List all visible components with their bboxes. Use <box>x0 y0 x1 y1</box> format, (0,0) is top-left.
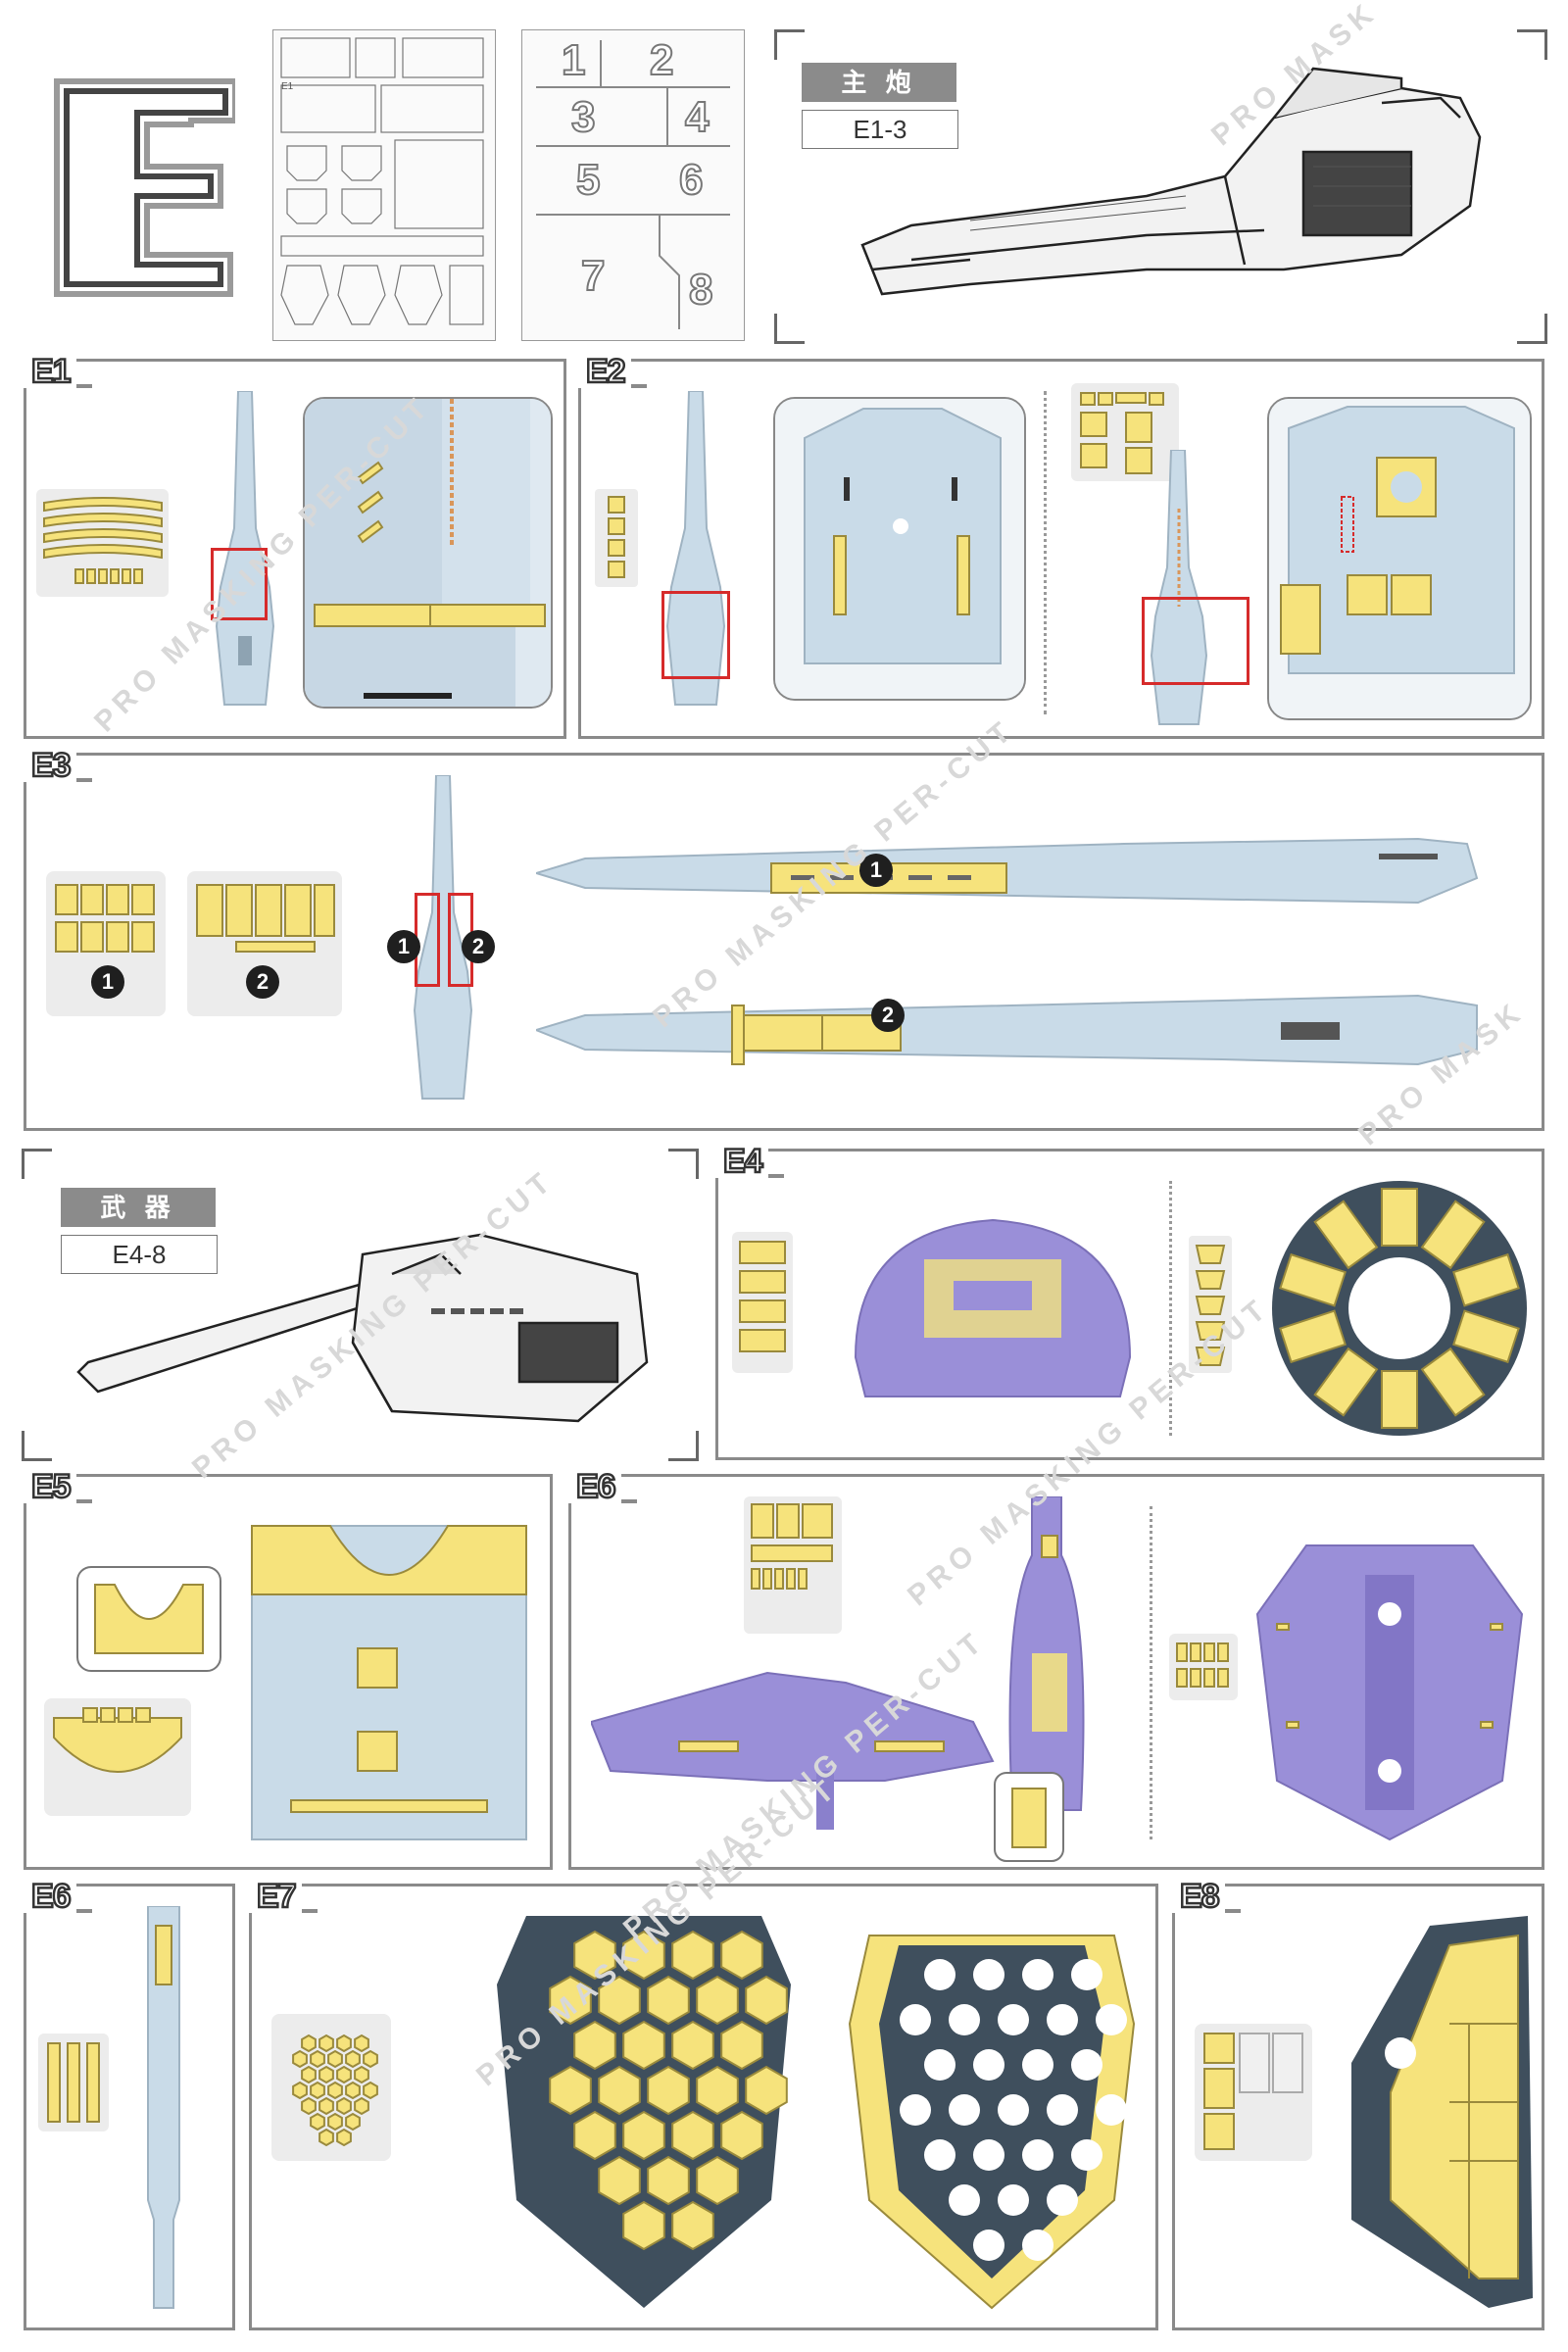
sheet-number-8: 8 <box>688 265 714 315</box>
e1-highlight-box <box>211 548 268 620</box>
main-cannon-part-range: E1-3 <box>802 110 958 149</box>
e6-mask-sheet-small <box>1169 1634 1238 1700</box>
step-label-e2: E2 <box>578 354 631 389</box>
step-panel-e6-rod: E6 <box>24 1879 235 2330</box>
frame-corner-tl <box>774 29 805 60</box>
e6-detail-callout <box>994 1772 1064 1862</box>
section-letter-e-graphic <box>54 78 235 297</box>
weapons-title: 武 器 <box>61 1188 216 1227</box>
e3-marker-1-sheet: 1 <box>91 965 124 999</box>
step-label-e6-rod: E6 <box>24 1879 76 1914</box>
main-cannon-title: 主 炮 <box>802 63 956 102</box>
e3-marker-1-part: 1 <box>387 930 420 963</box>
step-label-e4: E4 <box>715 1144 768 1179</box>
main-cannon-illustration <box>860 67 1482 296</box>
weapon-turret-illustration <box>76 1233 649 1423</box>
svg-text:E1: E1 <box>281 81 294 92</box>
e6-purple-wing-part <box>591 1671 995 1830</box>
step-label-e8: E8 <box>1172 1879 1225 1914</box>
e2-cannon-part-right <box>1150 450 1208 725</box>
weapons-frame-tl <box>22 1149 52 1179</box>
sheet-number-6: 6 <box>678 155 705 205</box>
e1-mask-sheet <box>36 489 169 597</box>
step-label-e6-wing: E6 <box>568 1469 621 1504</box>
step-panel-e1: E1 <box>24 354 566 739</box>
e3-barrel-top <box>536 837 1479 905</box>
e4-purple-dome-part <box>854 1218 1132 1397</box>
step-panel-e6-wing: E6 <box>568 1469 1544 1870</box>
e5-mask-sheet-bottom <box>44 1698 191 1816</box>
e6-rod-mask-sheet <box>38 2034 109 2132</box>
e5-mask-callout-top <box>76 1566 221 1672</box>
e2-divider <box>1044 391 1047 714</box>
sheet-layout-map: 1 2 3 4 5 6 7 8 <box>521 29 745 341</box>
frame-corner-bl <box>774 314 805 344</box>
sheet-number-2: 2 <box>649 35 675 85</box>
frame-corner-br <box>1517 314 1547 344</box>
weapons-part-range: E4-8 <box>61 1235 218 1274</box>
step-panel-e5: E5 <box>24 1469 553 1870</box>
e5-box-part <box>251 1525 527 1840</box>
step-label-e7: E7 <box>249 1879 302 1914</box>
step-panel-e8: E8 <box>1172 1879 1544 2330</box>
e4-mask-sheet-left <box>732 1232 793 1373</box>
sheet-number-5: 5 <box>575 155 602 205</box>
e3-marker-2-part: 2 <box>462 930 495 963</box>
sheet-number-1: 1 <box>561 35 587 85</box>
e2-highlight-box-right <box>1142 597 1250 685</box>
step-label-e5: E5 <box>24 1469 76 1504</box>
e8-armor-plate <box>1351 1916 1533 2308</box>
e3-barrel-bottom <box>536 994 1478 1066</box>
frame-corner-tr <box>1517 29 1547 60</box>
weapons-frame-bl <box>22 1431 52 1461</box>
step-label-e1: E1 <box>24 354 76 389</box>
step-label-e3: E3 <box>24 748 76 783</box>
e2-mask-sheet-right <box>1071 383 1179 481</box>
e4-divider <box>1169 1181 1172 1436</box>
step-panel-e2: E2 <box>578 354 1544 739</box>
sheet-number-4: 4 <box>684 92 710 142</box>
weapons-frame-tr <box>668 1149 699 1179</box>
e2-highlight-box-left <box>662 591 730 679</box>
e3-cannon-part <box>413 775 473 1100</box>
e3-marker-1-barrel: 1 <box>859 854 893 887</box>
sheet-number-3: 3 <box>570 92 597 142</box>
e2-cannon-part-left <box>665 391 726 706</box>
mask-sheet-thumbnail: E1 <box>272 29 496 341</box>
e3-marker-2-barrel: 2 <box>871 999 905 1032</box>
e4-wheel-part <box>1272 1181 1527 1436</box>
e7-hex-panel-back <box>848 1935 1136 2310</box>
e2-zoom-callout-left <box>773 397 1026 701</box>
e8-mask-sheet <box>1195 2024 1312 2161</box>
e7-hex-panel-front <box>497 1916 791 2308</box>
step-panel-e4: E4 <box>715 1144 1544 1460</box>
e6-purple-plate-part <box>1255 1544 1524 1841</box>
weapons-frame-br <box>668 1431 699 1461</box>
e4-mask-sheet-right <box>1189 1236 1232 1373</box>
e6-divider <box>1150 1506 1152 1839</box>
e6-rod-part <box>147 1906 180 2309</box>
e2-zoom-callout-right <box>1267 397 1532 720</box>
step-panel-e7: E7 <box>249 1879 1158 2330</box>
e1-zoom-callout <box>303 397 553 709</box>
e3-marker-2-sheet: 2 <box>246 965 279 999</box>
e6-mask-sheet <box>744 1496 842 1634</box>
step-panel-e3: E3 1 2 1 2 1 2 <box>24 748 1544 1131</box>
e3-mask-sheet-1 <box>46 871 166 1016</box>
e6-purple-arm-part <box>1008 1496 1085 1811</box>
sheet-number-7: 7 <box>580 251 607 301</box>
e2-mask-sheet-left <box>595 489 638 587</box>
e7-mask-sheet <box>271 2014 391 2161</box>
e3-mask-sheet-2 <box>187 871 342 1016</box>
